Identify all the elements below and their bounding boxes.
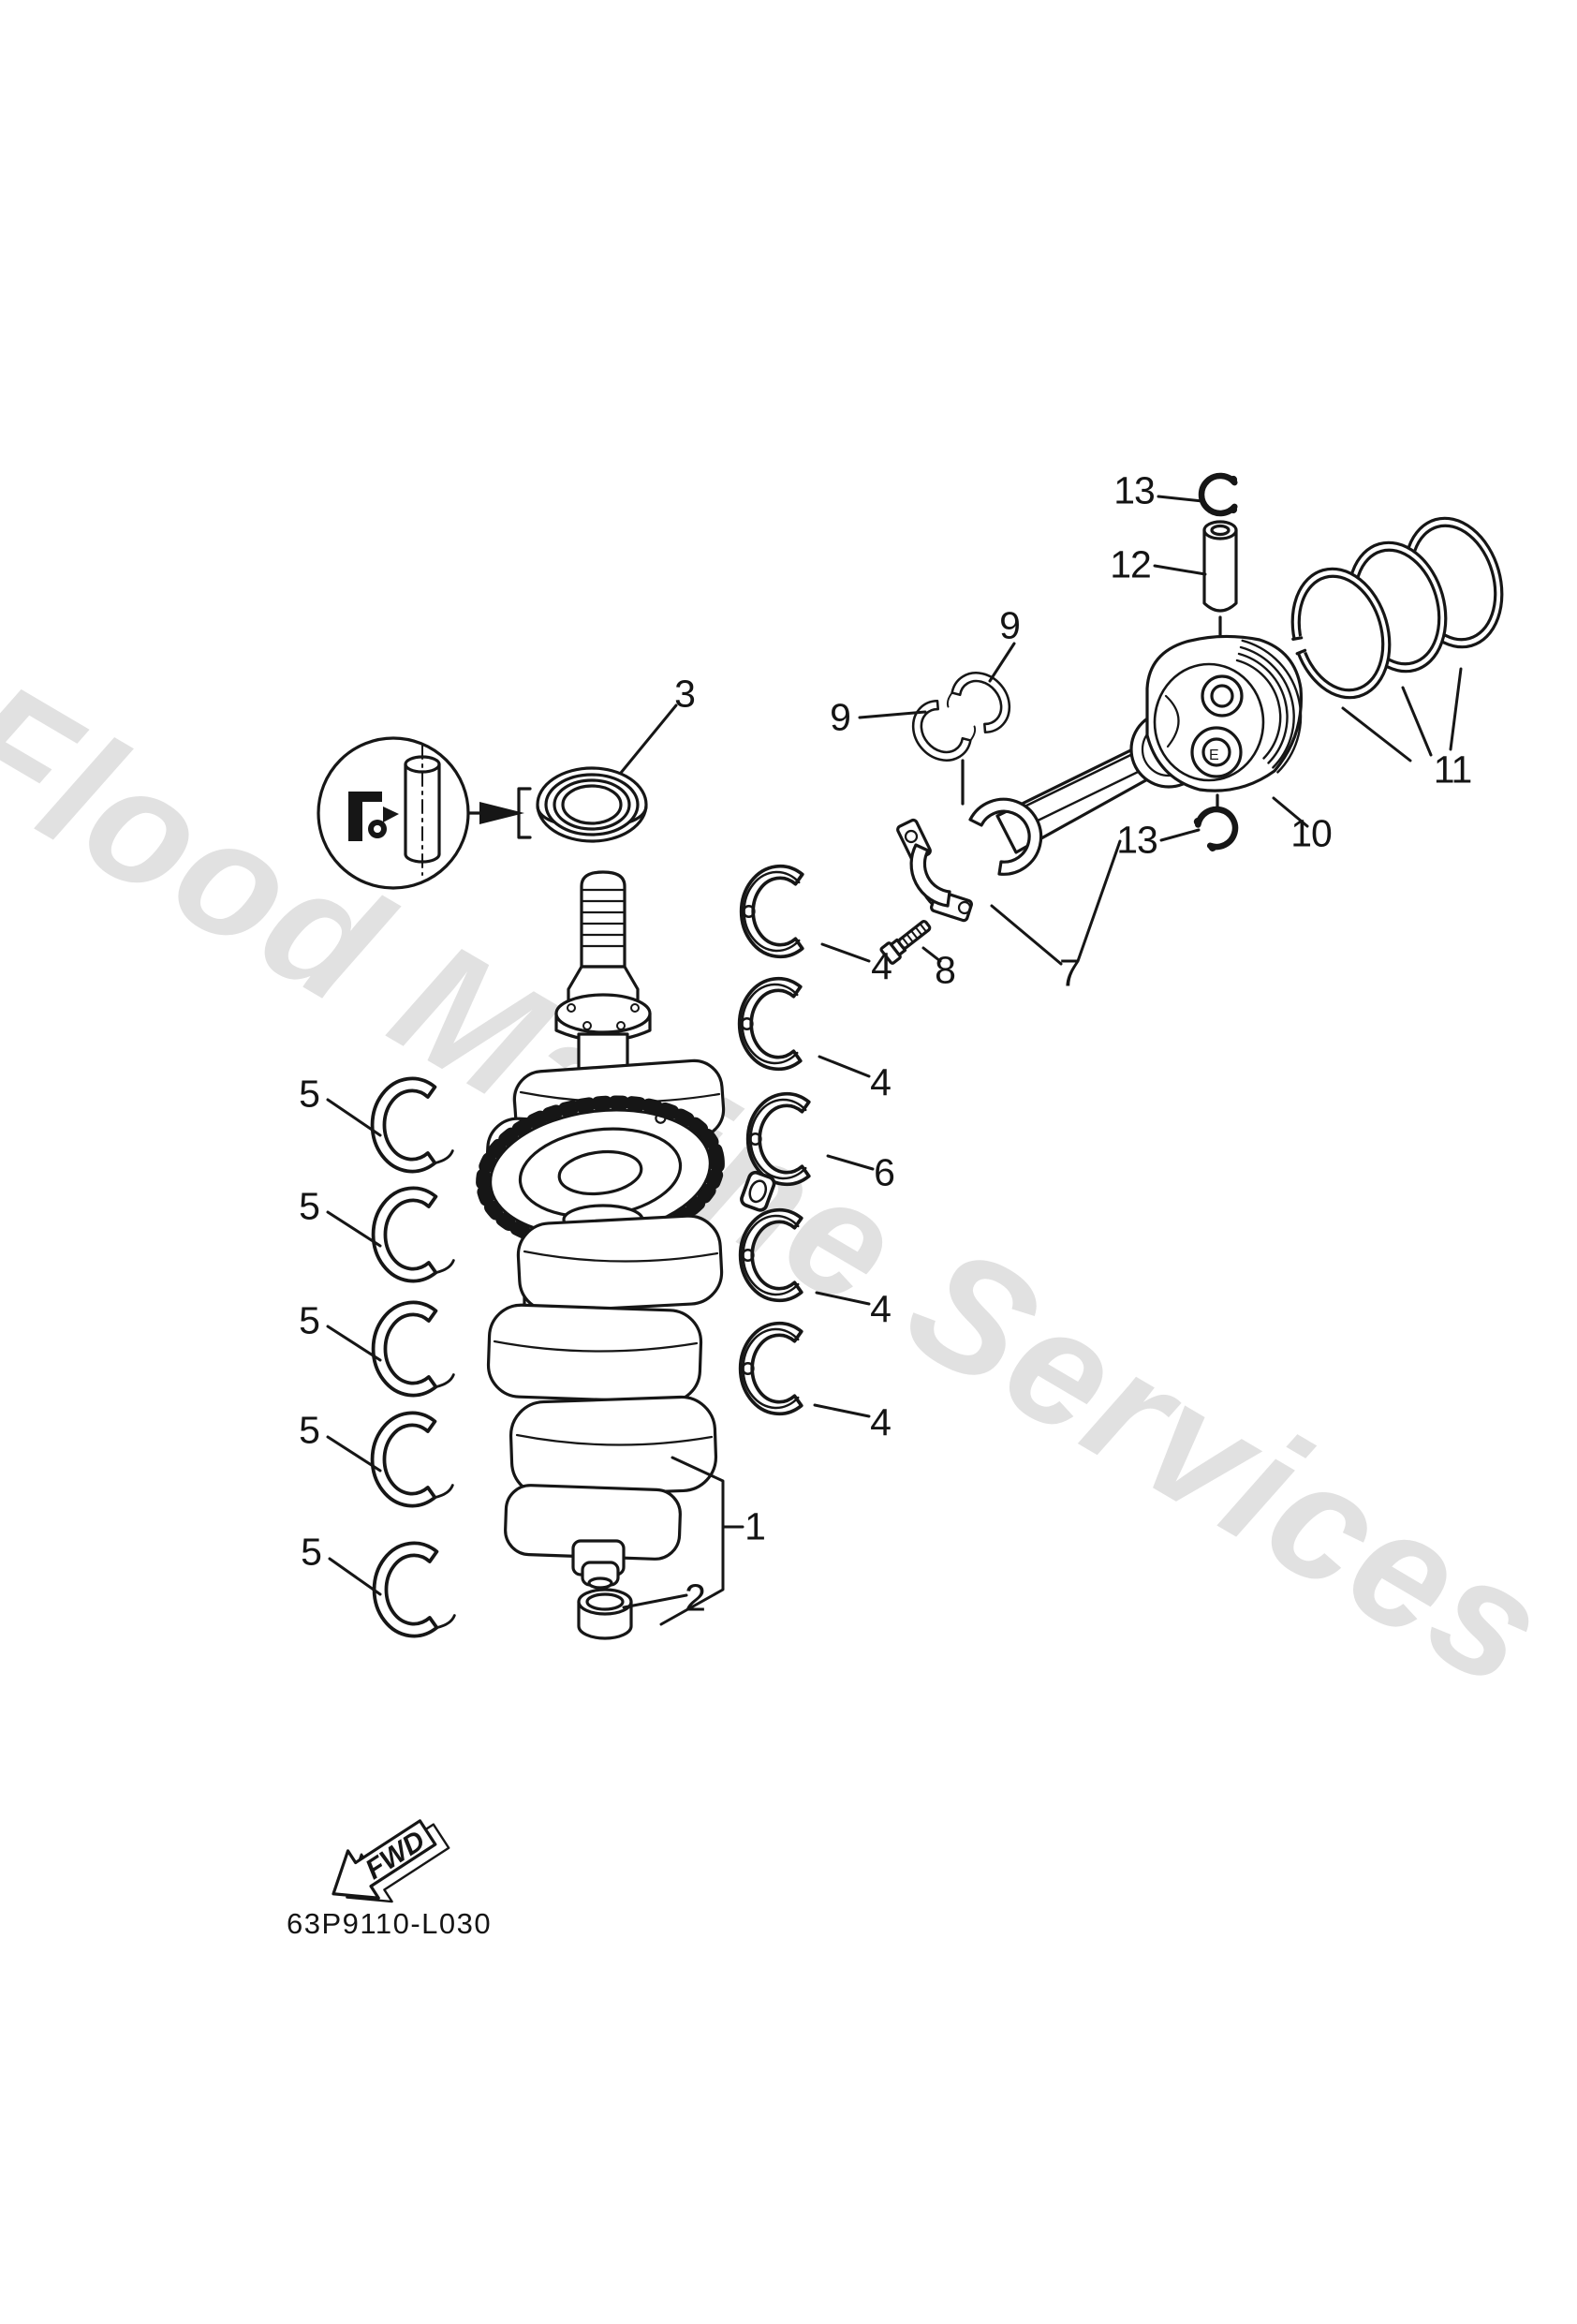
- lower-bushing: [577, 1588, 633, 1640]
- position-bracket: [517, 787, 532, 839]
- callout-3: 3: [674, 672, 696, 716]
- callout-4: 4: [870, 1400, 892, 1444]
- callout-13: 13: [1113, 468, 1156, 512]
- callout-10: 10: [1290, 811, 1333, 855]
- piston: E: [1145, 634, 1304, 792]
- callout-4: 4: [870, 1287, 892, 1331]
- callout-9: 9: [999, 603, 1021, 647]
- callout-8: 8: [935, 948, 956, 992]
- callout-5: 5: [301, 1530, 322, 1574]
- callout-1: 1: [744, 1504, 766, 1548]
- callout-6: 6: [874, 1150, 895, 1194]
- seal-cross-section: [348, 792, 399, 841]
- callout-5: 5: [299, 1184, 320, 1228]
- piston-ring: [1288, 567, 1392, 700]
- callout-13: 13: [1116, 818, 1158, 862]
- crankshaft: [476, 870, 726, 1590]
- oil-seal: [536, 766, 648, 843]
- pointer-arrow: [466, 802, 524, 824]
- leader-lines: [326, 495, 1463, 1626]
- piston-pin: [1202, 520, 1238, 613]
- rod-bolt: [879, 920, 932, 965]
- callout-5: 5: [299, 1072, 320, 1116]
- circlip: [1198, 472, 1238, 517]
- crank-bottom-stub: [571, 1539, 626, 1590]
- drawing-code: 63P9110-L030: [287, 1907, 493, 1940]
- callout-4: 4: [871, 944, 892, 988]
- seal-detail-circle: [317, 736, 470, 890]
- callout-5: 5: [299, 1298, 320, 1342]
- piston-mark: E: [1209, 748, 1219, 763]
- callout-7: 7: [1059, 951, 1081, 995]
- callout-12: 12: [1110, 542, 1152, 586]
- circlip: [1193, 806, 1239, 851]
- thrust-bearing-shell-6: [740, 1091, 811, 1212]
- callout-5: 5: [299, 1408, 320, 1452]
- callout-9: 9: [830, 695, 851, 739]
- callout-4: 4: [870, 1060, 892, 1104]
- rod-cap: [896, 818, 973, 923]
- callout-2: 2: [685, 1576, 706, 1620]
- callout-11: 11: [1433, 748, 1473, 792]
